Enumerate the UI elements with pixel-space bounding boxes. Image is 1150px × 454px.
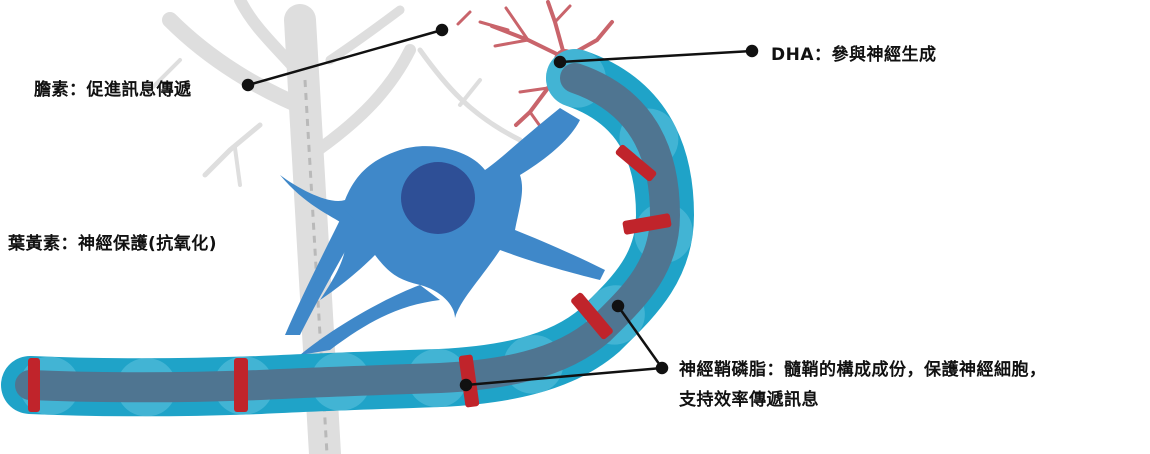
- label-dha: DHA：參與神經生成: [771, 40, 937, 65]
- label-ps-line2: 支持效率傳遞訊息: [679, 385, 1149, 415]
- label-choline: 膽素：促進訊息傳遞: [34, 75, 192, 100]
- label-lutein: 葉黃素：神經保護(抗氧化): [8, 229, 217, 254]
- label-ps-line1: 神經鞘磷脂：髓鞘的構成成份，保護神經細胞，: [679, 355, 1149, 385]
- nucleus: [401, 162, 475, 234]
- label-phosphatidylserine: 神經鞘磷脂：髓鞘的構成成份，保護神經細胞， 支持效率傳遞訊息: [679, 355, 1149, 415]
